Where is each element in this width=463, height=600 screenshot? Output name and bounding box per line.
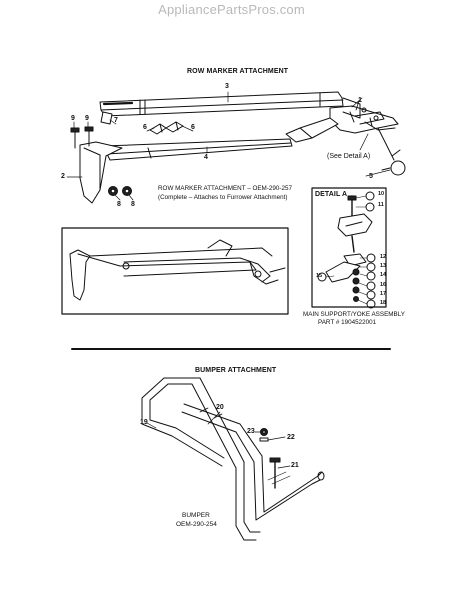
callout-3: 3: [225, 83, 229, 90]
bumper-label-line2: OEM-290-254: [176, 521, 217, 528]
row-marker-kit-line2: (Complete – Attaches to Furrower Attachm…: [158, 194, 288, 201]
callout-19: 19: [140, 419, 148, 426]
bumper-tube: [141, 377, 325, 541]
marker-hardware: [70, 111, 184, 196]
bumper-leaders: [146, 411, 291, 469]
callout-17: 17: [380, 291, 387, 297]
callout-6a: 6: [143, 124, 147, 131]
callout-21: 21: [291, 462, 299, 469]
callout-22: 22: [287, 434, 295, 441]
callout-12: 12: [380, 254, 387, 260]
assembled-view: [69, 239, 286, 301]
row-marker-title: ROW MARKER ATTACHMENT: [187, 68, 289, 75]
marker-lock-pin: [377, 127, 406, 176]
row-marker-kit-line1: ROW MARKER ATTACHMENT – OEM-290-257: [158, 185, 293, 192]
marker-plate: [79, 141, 123, 204]
callout-2: 2: [61, 173, 65, 180]
callout-8b: 8: [131, 201, 135, 208]
detail-a-caption-line1: MAIN SUPPORT/YOKE ASSEMBLY: [303, 311, 405, 318]
detail-a-caption-line2: PART # 1904522001: [318, 319, 377, 326]
callout-23: 23: [247, 428, 255, 435]
callout-13: 13: [380, 263, 387, 269]
marker-hitch-bracket: [285, 97, 399, 143]
detail-a-assembly: [317, 191, 376, 309]
callout-4: 4: [204, 154, 208, 161]
callout-5: 5: [369, 173, 373, 180]
bumper-title: BUMPER ATTACHMENT: [195, 367, 277, 374]
bumper-label-line1: BUMPER: [182, 512, 210, 519]
callout-8a: 8: [117, 201, 121, 208]
callout-9b: 9: [85, 115, 89, 122]
callout-10: 10: [378, 191, 385, 197]
bumper-hardware: [259, 428, 291, 489]
marker-arm: [95, 138, 293, 161]
callout-1: 1: [358, 97, 362, 104]
callout-16: 16: [380, 282, 387, 288]
callout-15: 15: [316, 273, 323, 279]
callout-6b: 6: [191, 124, 195, 131]
see-detail-a-label: (See Detail A): [327, 153, 371, 160]
watermark-text: AppliancePartsPros.com: [158, 2, 305, 17]
callout-18: 18: [380, 300, 387, 306]
row-marker-leaders: [66, 91, 391, 201]
callout-9a: 9: [71, 115, 75, 122]
callout-20: 20: [216, 404, 224, 411]
callout-11: 11: [378, 202, 384, 208]
callout-7: 7: [114, 117, 118, 124]
detail-a-title: DETAIL A: [315, 191, 348, 198]
marker-main-bar: [99, 91, 344, 117]
assembled-view-frame: [61, 227, 289, 315]
callout-14: 14: [380, 272, 387, 278]
detail-a-frame: [311, 187, 387, 308]
